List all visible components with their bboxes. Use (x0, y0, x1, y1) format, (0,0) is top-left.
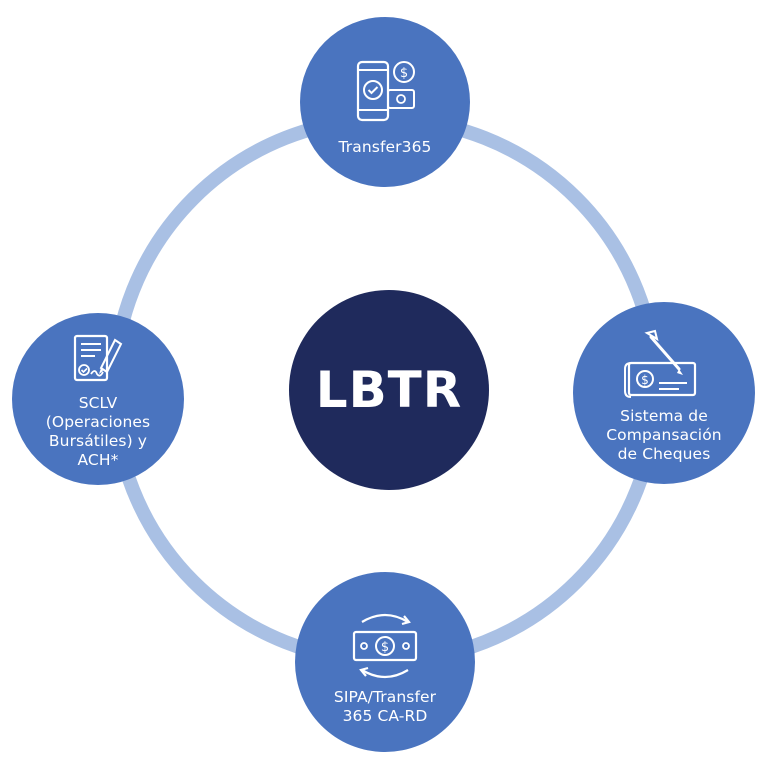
check-signing-icon: $ (624, 329, 697, 398)
node-transfer365: $ Transfer365 (300, 17, 470, 187)
center-label: LBTR (315, 361, 463, 419)
signed-document-icon (73, 334, 123, 382)
node-label-sipa-transfer365: SIPA/Transfer 365 CA-RD (333, 688, 437, 725)
mobile-payment-icon: $ (356, 60, 415, 121)
svg-text:$: $ (641, 373, 649, 387)
node-label-compensacion-cheques: Sistema de Compansación de Cheques (606, 406, 722, 463)
svg-text:$: $ (400, 66, 408, 81)
node-sclv-ach: SCLV (Operaciones Bursátiles) y ACH* (12, 313, 184, 485)
node-label-transfer365: Transfer365 (338, 137, 432, 156)
node-compensacion-cheques: $ Sistema de Compansación de Cheques (573, 302, 755, 484)
money-exchange-icon: $ (352, 613, 418, 679)
node-sipa-transfer365: $ SIPA/Transfer 365 CA-RD (295, 572, 475, 752)
node-label-sclv-ach: SCLV (Operaciones Bursátiles) y ACH* (45, 394, 151, 469)
center-lbtr: LBTR (289, 290, 489, 490)
svg-text:$: $ (381, 640, 389, 655)
